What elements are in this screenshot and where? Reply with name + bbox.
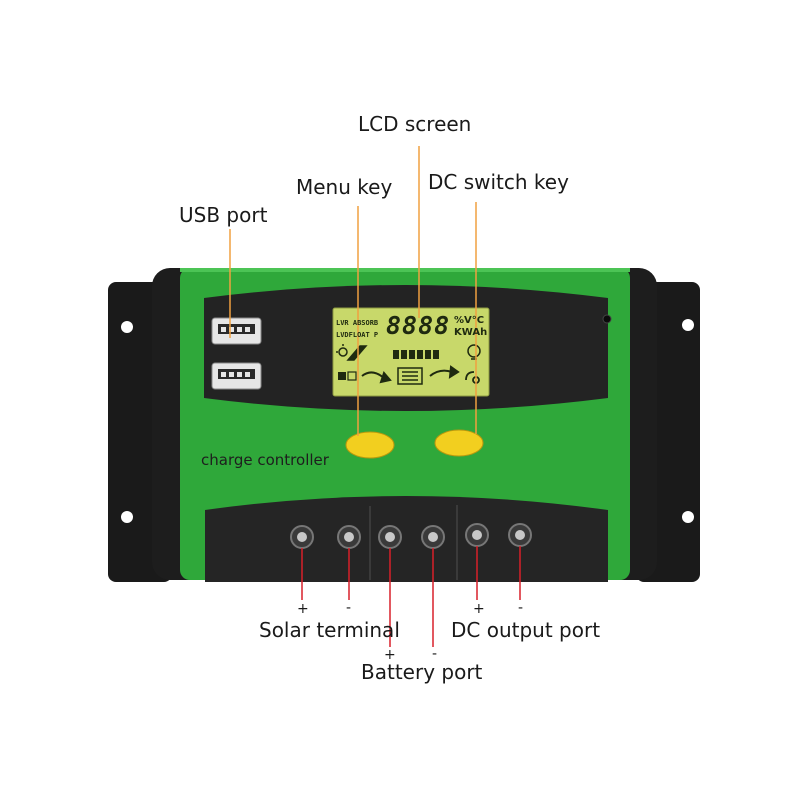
callout-lines-red [301, 546, 521, 647]
menu-key[interactable] [345, 431, 395, 459]
battery-plus-sign: + [384, 647, 396, 663]
lcd-units-line-1: %V°C [454, 315, 485, 326]
solar-plus-sign: + [297, 601, 309, 617]
solar-minus-sign: - [346, 600, 352, 616]
callout-lines-orange [229, 146, 477, 436]
lcd-status-line-1: LVR ABSORB [336, 319, 379, 327]
solar-terminal-label: Solar terminal [259, 618, 400, 642]
lcd-flow-arrows-icon [361, 365, 460, 384]
solar-positive-terminal[interactable] [290, 525, 314, 549]
battery-positive-terminal[interactable] [378, 525, 402, 549]
lcd-solar-icon [336, 344, 368, 361]
output-positive-terminal[interactable] [465, 523, 489, 547]
lcd-load-icon [338, 371, 357, 381]
output-plus-sign: + [473, 601, 485, 617]
menu-key-label: Menu key [296, 175, 393, 199]
usb-port-label: USB port [179, 203, 268, 227]
dc-switch-key-label: DC switch key [428, 170, 569, 194]
output-negative-terminal[interactable] [508, 523, 532, 547]
usb-port-2[interactable] [211, 362, 262, 390]
lcd-digits: 8888 [386, 311, 451, 340]
lcd-units-line-2: KWAh [454, 327, 488, 338]
brand-label: charge controller [201, 451, 329, 469]
lcd-battery-icon [397, 367, 423, 385]
dc-switch-key[interactable] [434, 429, 484, 457]
terminal-panel [205, 496, 608, 582]
battery-port-label: Battery port [361, 660, 483, 684]
solar-negative-terminal[interactable] [337, 525, 361, 549]
lcd-status-line-2: LVDFLOAT P [336, 331, 379, 339]
indicator-led [602, 314, 612, 324]
battery-negative-terminal[interactable] [421, 525, 445, 549]
output-minus-sign: - [518, 600, 524, 616]
dc-output-port-label: DC output port [451, 618, 601, 642]
battery-minus-sign: - [432, 646, 438, 662]
lcd-screen-label: LCD screen [358, 112, 472, 136]
lcd-battery-bar-icon [393, 350, 439, 359]
usb-port-1[interactable] [211, 317, 262, 345]
